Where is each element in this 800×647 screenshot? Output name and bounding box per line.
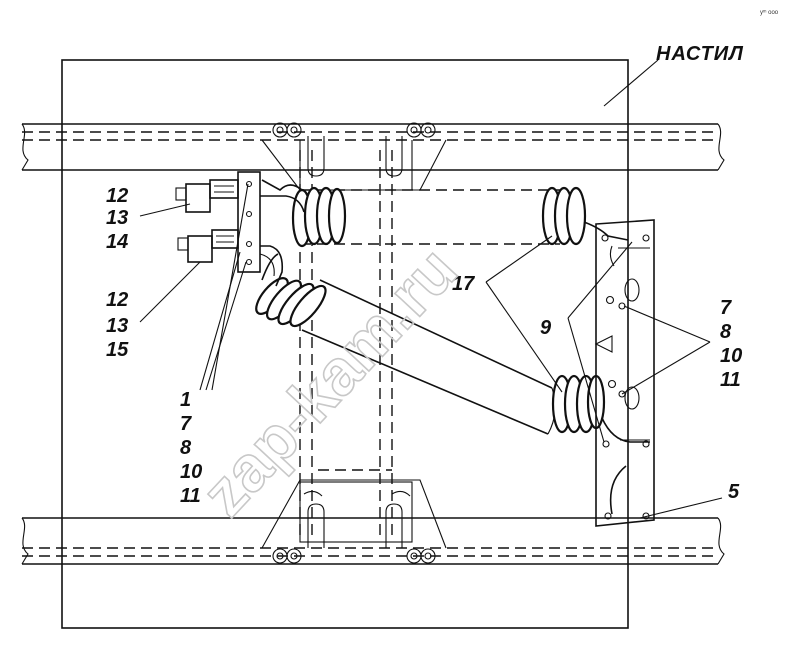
- connector-top: [175, 179, 239, 213]
- corner-mark: уᵐ ооо: [760, 10, 779, 16]
- callout-11-a: 11: [180, 485, 201, 507]
- upper-spring-coil: [261, 179, 347, 248]
- leader-lines: [139, 59, 723, 519]
- callout-9: 9: [540, 317, 552, 339]
- bottom-clamp-left: [272, 548, 302, 564]
- right-mounting-plate: [594, 219, 655, 527]
- connector-bottom: [177, 229, 239, 263]
- top-clamp-right: [406, 122, 436, 138]
- lower-rail: [21, 517, 725, 565]
- callout-7-a: 7: [180, 413, 192, 435]
- upper-right-coil: [541, 186, 629, 246]
- callout-1: 1: [180, 389, 191, 411]
- callout-8-b: 8: [720, 321, 732, 343]
- callout-5: 5: [728, 481, 740, 503]
- label-title: НАСТИЛ: [656, 43, 744, 65]
- top-bracket: [261, 136, 447, 191]
- top-clamp-left: [272, 122, 302, 138]
- callout-12-a: 12: [106, 185, 128, 207]
- callout-10-a: 10: [180, 461, 202, 483]
- callout-11-b: 11: [720, 369, 741, 391]
- upper-rail: [21, 123, 725, 171]
- callout-7-b: 7: [720, 297, 732, 319]
- hidden-frame: [299, 150, 560, 540]
- callout-15: 15: [106, 339, 129, 361]
- outer-frame: [61, 59, 629, 629]
- left-mounting-plate: [237, 171, 305, 287]
- callout-8-a: 8: [180, 437, 192, 459]
- watermark: zap-kam.ru: [188, 233, 471, 529]
- callout-17: 17: [452, 273, 475, 295]
- callout-14: 14: [106, 231, 128, 253]
- bottom-bracket: [261, 479, 447, 549]
- callout-10-b: 10: [720, 345, 742, 367]
- callout-13-b: 13: [106, 315, 128, 337]
- callout-12-b: 12: [106, 289, 128, 311]
- bottom-clamp-right: [406, 548, 436, 564]
- callout-13-a: 13: [106, 207, 128, 229]
- left-hose-coil: [255, 253, 327, 328]
